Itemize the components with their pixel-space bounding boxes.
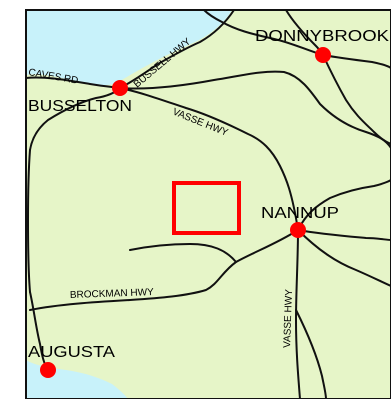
geographe-bay-water bbox=[26, 10, 232, 86]
donnybrook-road-south bbox=[322, 54, 391, 145]
bussell-hwy-road bbox=[25, 9, 235, 89]
west-middle-road bbox=[27, 149, 31, 293]
study-area-rectangle bbox=[172, 181, 241, 235]
augusta-marker[interactable] bbox=[40, 362, 56, 378]
brockman-hwy-road bbox=[29, 229, 299, 311]
road-label-brockman-hwy: BROCKMAN HWY bbox=[70, 287, 155, 301]
road-label-vasse-hwy-south: VASSE HWY bbox=[282, 289, 295, 348]
brockman-branch-road bbox=[129, 243, 237, 263]
east-road-north bbox=[119, 70, 391, 149]
town-label-nannup: NANNUP bbox=[261, 205, 339, 222]
south-branch-road bbox=[295, 309, 327, 399]
busselton-marker[interactable] bbox=[112, 80, 128, 96]
map-frame bbox=[25, 9, 391, 399]
town-label-donnybrook: DONNYBROOK bbox=[255, 28, 389, 45]
nannup-east-road bbox=[297, 229, 391, 241]
nannup-marker[interactable] bbox=[290, 222, 306, 238]
donnybrook-road-west bbox=[203, 9, 324, 56]
vasse-hwy-south-road bbox=[295, 229, 301, 399]
town-label-augusta: AUGUSTA bbox=[28, 344, 115, 361]
vasse-hwy-north-road bbox=[119, 87, 299, 231]
nannup-southeast-road bbox=[297, 229, 391, 287]
roads bbox=[25, 9, 391, 399]
donnybrook-road-east bbox=[322, 54, 391, 69]
town-label-busselton: BUSSELTON bbox=[28, 98, 132, 115]
caves-rd-road bbox=[29, 87, 121, 151]
donnybrook-marker[interactable] bbox=[315, 47, 331, 63]
nannup-north-road bbox=[297, 179, 391, 231]
